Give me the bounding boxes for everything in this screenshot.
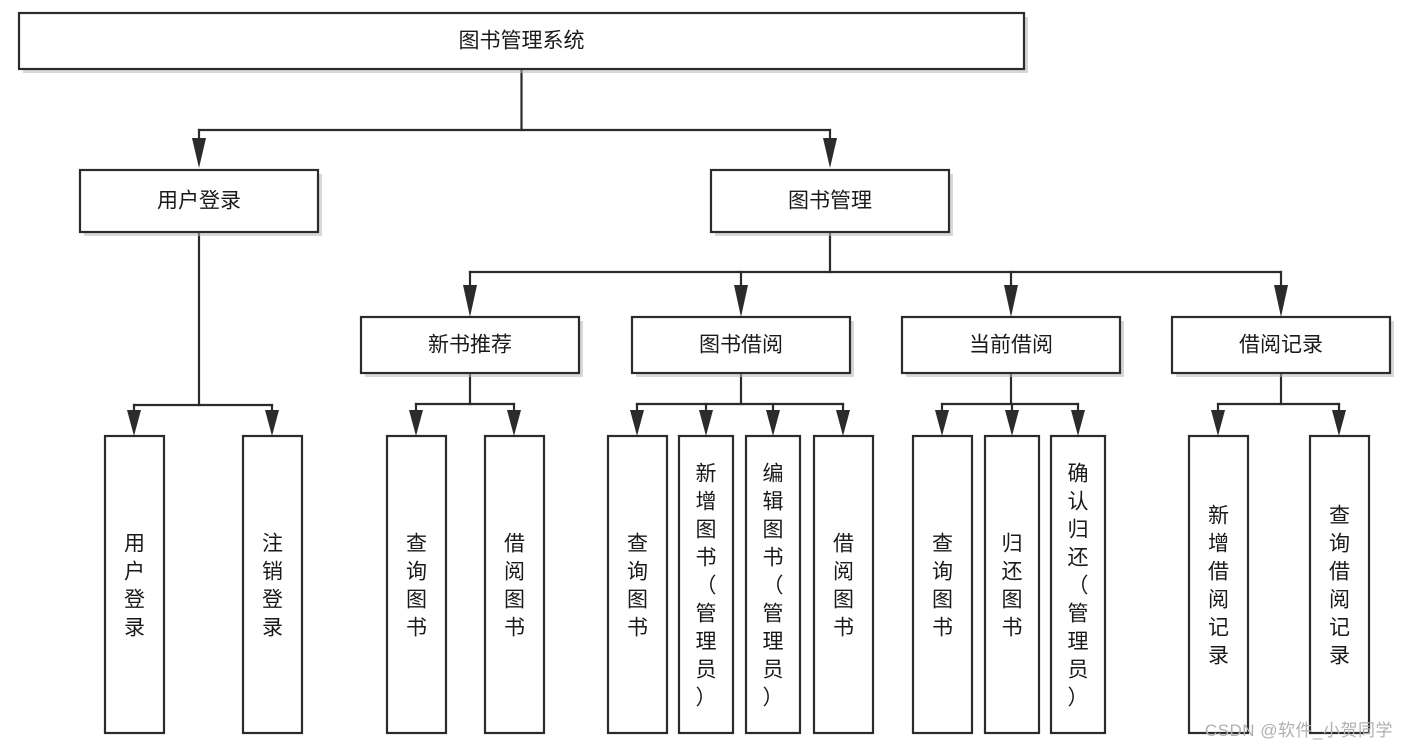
leaf-label-3: 借阅图书 bbox=[504, 532, 525, 639]
leaf-box-0[interactable] bbox=[103, 434, 166, 735]
arrow-head-user-login bbox=[192, 138, 206, 168]
arrow-head-currentborrow-leaf-2 bbox=[1005, 410, 1019, 436]
node-book-manage[interactable]: 图书管理 bbox=[709, 168, 953, 236]
leaf-node-4[interactable]: 查询图书 bbox=[606, 434, 669, 735]
arrow-head-borrowrecord-leaf-2 bbox=[1332, 410, 1346, 436]
leaf-node-5[interactable]: 新增图书（管理员） bbox=[677, 434, 735, 735]
leaf-box-2[interactable] bbox=[385, 434, 448, 735]
leaf-box-9[interactable] bbox=[983, 434, 1041, 735]
node-root-label: 图书管理系统 bbox=[459, 30, 585, 53]
leaf-label-9: 归还图书 bbox=[1002, 532, 1023, 639]
node-current-borrow-box[interactable] bbox=[900, 315, 1122, 375]
arrow-head-currentborrow-leaf-3 bbox=[1071, 410, 1085, 436]
node-book-manage-box[interactable] bbox=[709, 168, 951, 234]
arrow-head-borrow-record bbox=[1274, 285, 1288, 317]
arrow-head-leaf-logout bbox=[265, 410, 279, 436]
leaf-layer: 用户登录 注销登录 查询图书 借阅图书 查询图书 新增图书（管理员） bbox=[103, 434, 1371, 735]
node-new-book-recommend[interactable]: 新书推荐 bbox=[359, 315, 583, 377]
node-current-borrow-label: 当前借阅 bbox=[969, 334, 1053, 357]
leaf-node-11[interactable]: 新增借阅记录 bbox=[1187, 434, 1250, 735]
leaf-node-12[interactable]: 查询借阅记录 bbox=[1308, 434, 1371, 735]
node-borrow-record[interactable]: 借阅记录 bbox=[1170, 315, 1394, 377]
leaf-box-8[interactable] bbox=[911, 434, 974, 735]
arrow-head-bookborrow-leaf-1 bbox=[630, 410, 644, 436]
leaf-label-11: 新增借阅记录 bbox=[1208, 504, 1229, 667]
node-user-login-box[interactable] bbox=[78, 168, 320, 234]
node-root-box[interactable] bbox=[17, 11, 1026, 71]
leaf-box-7[interactable] bbox=[812, 434, 875, 735]
leaf-node-1[interactable]: 注销登录 bbox=[241, 434, 304, 735]
arrow-head-newbook-leaf-1 bbox=[409, 410, 423, 436]
node-user-login[interactable]: 用户登录 bbox=[78, 168, 322, 236]
leaf-label-12: 查询借阅记录 bbox=[1329, 504, 1350, 667]
csdn-watermark: CSDN @软件_小贺同学 bbox=[1204, 721, 1393, 740]
leaf-label-0: 用户登录 bbox=[124, 532, 145, 639]
leaf-label-5: 新增图书（管理员） bbox=[696, 462, 717, 709]
leaf-box-1[interactable] bbox=[241, 434, 304, 735]
arrow-head-leaf-user-login bbox=[127, 410, 141, 436]
leaf-box-10[interactable] bbox=[1049, 434, 1107, 735]
node-book-borrow[interactable]: 图书借阅 bbox=[630, 315, 854, 377]
leaf-node-7[interactable]: 借阅图书 bbox=[812, 434, 875, 735]
arrow-head-bookborrow-leaf-3 bbox=[766, 410, 780, 436]
arrow-head-currentborrow-leaf-1 bbox=[935, 410, 949, 436]
leaf-node-0[interactable]: 用户登录 bbox=[103, 434, 166, 735]
leaf-box-3[interactable] bbox=[483, 434, 546, 735]
node-current-borrow[interactable]: 当前借阅 bbox=[900, 315, 1124, 377]
node-book-borrow-box[interactable] bbox=[630, 315, 852, 375]
leaf-box-5[interactable] bbox=[677, 434, 735, 735]
node-book-borrow-label: 图书借阅 bbox=[699, 334, 783, 357]
arrow-head-book-manage bbox=[823, 138, 837, 168]
leaf-label-7: 借阅图书 bbox=[833, 532, 854, 639]
leaf-label-8: 查询图书 bbox=[932, 532, 953, 639]
leaf-box-11[interactable] bbox=[1187, 434, 1250, 735]
leaf-box-4[interactable] bbox=[606, 434, 669, 735]
connector-layer bbox=[127, 67, 1346, 436]
node-book-manage-label: 图书管理 bbox=[788, 190, 872, 213]
arrow-head-borrowrecord-leaf-1 bbox=[1211, 410, 1225, 436]
leaf-node-3[interactable]: 借阅图书 bbox=[483, 434, 546, 735]
arrow-head-bookborrow-leaf-4 bbox=[836, 410, 850, 436]
arrow-head-new-book-rec bbox=[463, 285, 477, 317]
leaf-node-6[interactable]: 编辑图书（管理员） bbox=[744, 434, 802, 735]
leaf-node-8[interactable]: 查询图书 bbox=[911, 434, 974, 735]
arrow-head-book-borrow bbox=[734, 285, 748, 317]
leaf-label-10: 确认归还（管理员） bbox=[1068, 462, 1089, 709]
node-user-login-label: 用户登录 bbox=[157, 190, 241, 213]
node-new-book-recommend-box[interactable] bbox=[359, 315, 581, 375]
leaf-label-4: 查询图书 bbox=[627, 532, 648, 639]
leaf-node-10[interactable]: 确认归还（管理员） bbox=[1049, 434, 1107, 735]
node-borrow-record-label: 借阅记录 bbox=[1239, 334, 1323, 357]
node-root[interactable]: 图书管理系统 bbox=[17, 11, 1028, 73]
leaf-box-12[interactable] bbox=[1308, 434, 1371, 735]
node-new-book-recommend-label: 新书推荐 bbox=[428, 334, 512, 357]
leaf-node-9[interactable]: 归还图书 bbox=[983, 434, 1041, 735]
arrow-head-newbook-leaf-2 bbox=[507, 410, 521, 436]
leaf-label-1: 注销登录 bbox=[262, 532, 283, 639]
arrow-head-bookborrow-leaf-2 bbox=[699, 410, 713, 436]
arrow-head-current-borrow bbox=[1004, 285, 1018, 317]
leaf-label-6: 编辑图书（管理员） bbox=[763, 462, 784, 709]
leaf-box-6[interactable] bbox=[744, 434, 802, 735]
node-borrow-record-box[interactable] bbox=[1170, 315, 1392, 375]
leaf-node-2[interactable]: 查询图书 bbox=[385, 434, 448, 735]
leaf-label-2: 查询图书 bbox=[406, 532, 427, 639]
